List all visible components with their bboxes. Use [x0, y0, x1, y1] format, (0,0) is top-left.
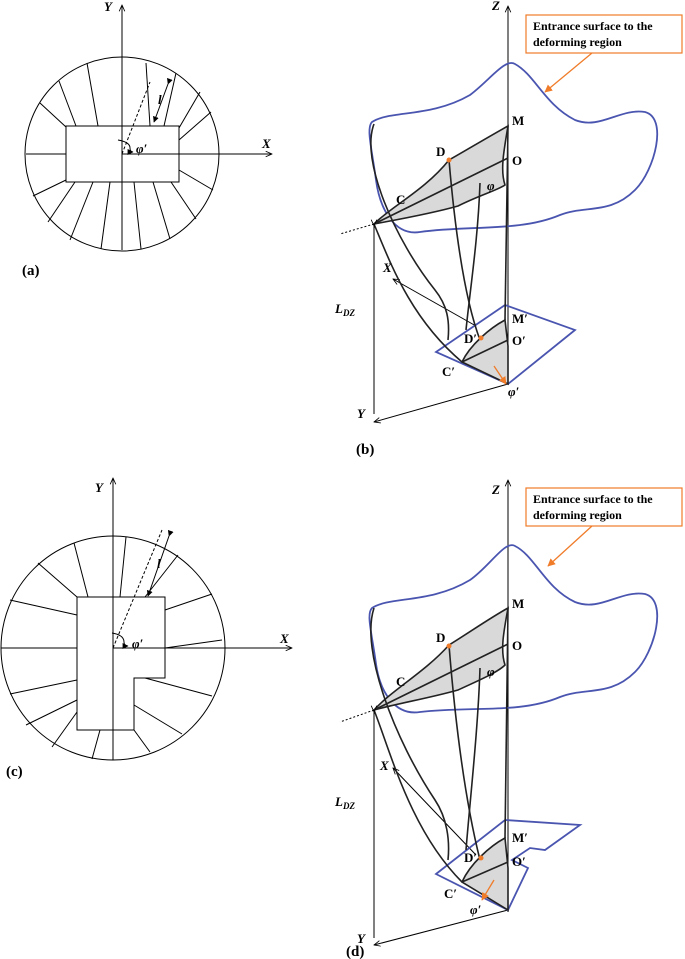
- section-bottom: [460, 318, 509, 386]
- angle-phi: φ: [487, 664, 495, 679]
- caption-a: (a): [22, 263, 40, 279]
- point-m: M: [512, 596, 524, 611]
- entrance-surface-outline: [368, 544, 659, 714]
- callout-leader: [547, 525, 593, 567]
- y-axis-label: Y: [95, 480, 104, 495]
- point-c: C: [396, 192, 405, 207]
- x-axis-label: X: [382, 260, 392, 275]
- panel-b: Z Y X M O D C φ M′ O′ D′ C′ φ′: [334, 0, 683, 458]
- exit-plane: [434, 819, 583, 912]
- o-to-c-line: [373, 643, 509, 711]
- callout-box: [525, 14, 683, 54]
- ldz-label: LDZ: [334, 794, 355, 811]
- point-d-marker: [446, 643, 452, 649]
- angle-phi: φ: [487, 178, 495, 193]
- point-d-marker: [446, 157, 452, 163]
- angle-phi2: φ′: [508, 384, 520, 399]
- point-c2: C′: [444, 886, 457, 901]
- caption-c: (c): [6, 764, 23, 780]
- y-axis-label: Y: [357, 406, 366, 421]
- panel-c: Y X l φ′ (c): [0, 478, 292, 780]
- callout-box: [525, 487, 683, 527]
- point-o2: O′: [512, 333, 526, 348]
- o2-to-c2-line: [461, 339, 509, 363]
- point-c2: C′: [442, 364, 455, 379]
- x-axis: [393, 279, 477, 327]
- point-d: D: [436, 630, 445, 645]
- callout-line-1: Entrance surface to the: [533, 19, 653, 33]
- section-top: [371, 606, 510, 712]
- point-c: C: [396, 674, 405, 689]
- point-d2: D′: [464, 331, 477, 346]
- length-label: l: [157, 556, 161, 571]
- x-axis-label: X: [279, 631, 289, 646]
- point-m2: M′: [512, 311, 528, 326]
- callout-line-2: deforming region: [533, 35, 622, 49]
- phi2-pointer: [481, 879, 495, 901]
- phi2-pointer: [493, 365, 507, 385]
- ldz-dotted: [339, 709, 375, 723]
- x-axis-label: X: [261, 136, 271, 151]
- z-axis-label: Z: [491, 0, 500, 13]
- o2-to-c2-line: [461, 861, 509, 883]
- point-m: M: [512, 113, 524, 128]
- x-axis: [393, 768, 477, 856]
- flow-lines: [370, 123, 509, 363]
- point-d: D: [436, 144, 445, 159]
- length-arrow: [146, 529, 174, 597]
- o-to-c-line: [373, 157, 509, 225]
- callout-leader: [544, 52, 593, 93]
- point-d2-marker: [478, 335, 484, 341]
- radial-lines: [26, 62, 219, 250]
- z-axis-label: Z: [491, 482, 500, 497]
- length-arrow: [153, 77, 173, 123]
- angle-label: φ′: [132, 636, 144, 651]
- x-axis-label: X: [379, 758, 389, 773]
- length-label: l: [158, 92, 162, 107]
- entrance-surface-outline: [368, 62, 659, 234]
- point-d2-marker: [478, 855, 484, 861]
- ldz-dotted: [339, 223, 375, 235]
- angle-reference: [121, 81, 151, 155]
- billet-l-shape: [76, 596, 166, 731]
- callout-line-1: Entrance surface to the: [533, 492, 653, 506]
- point-o: O: [512, 638, 522, 653]
- angle-label: φ′: [136, 141, 148, 156]
- angle-arc: [117, 139, 134, 155]
- ldz-label: LDZ: [334, 301, 355, 318]
- caption-b: (b): [356, 442, 374, 458]
- point-o2: O′: [512, 854, 526, 869]
- point-m2: M′: [512, 830, 528, 845]
- point-d2: D′: [464, 850, 477, 865]
- angle-phi2: φ′: [470, 902, 482, 917]
- y-axis-label: Y: [357, 931, 366, 946]
- callout-line-2: deforming region: [533, 508, 622, 522]
- panel-d: Z Y X M O D C φ M′ O′ D′ C′ φ′: [334, 480, 683, 959]
- y-axis-label: Y: [104, 0, 113, 14]
- angle-arc: [111, 632, 129, 649]
- panel-a: Y X l φ′ (a): [22, 0, 272, 279]
- caption-d: (d): [346, 944, 364, 959]
- section-top: [371, 124, 510, 226]
- y-axis: [374, 383, 509, 422]
- point-o: O: [512, 153, 522, 168]
- y-axis: [374, 909, 509, 945]
